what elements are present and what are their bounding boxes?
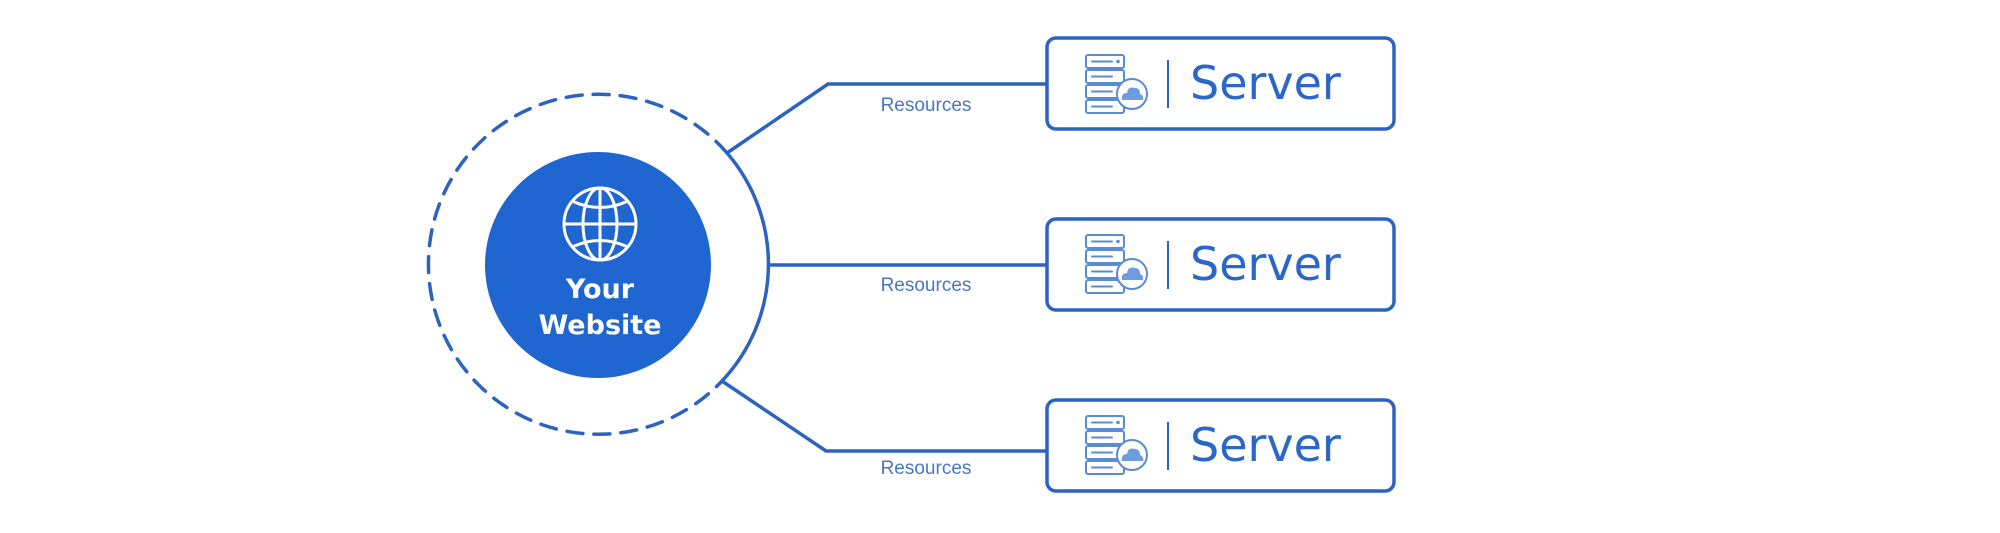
connector-line [721, 379, 1047, 453]
website-node-circle [485, 152, 711, 378]
solid-boundary-arc [720, 151, 771, 383]
resources-label: Resources [881, 95, 972, 116]
connection-1: Resources [726, 82, 1047, 155]
website-boundary-ring [426, 92, 771, 436]
server-node-3[interactable]: Server [1045, 398, 1396, 493]
dashed-boundary-arc [426, 92, 729, 436]
server-node-2[interactable]: Server [1045, 217, 1396, 312]
connection-2: Resources [770, 263, 1047, 296]
server-label: Server [1190, 237, 1341, 291]
website-label-line1: Your [565, 274, 635, 305]
resources-label: Resources [881, 458, 972, 479]
website-node[interactable]: Your Website [485, 152, 711, 378]
server-node-1[interactable]: Server [1045, 36, 1396, 131]
server-label: Server [1190, 56, 1341, 110]
globe-icon [562, 186, 638, 262]
resources-label: Resources [881, 275, 972, 296]
connection-3: Resources [721, 379, 1047, 479]
connector-line [726, 82, 1047, 155]
server-label: Server [1190, 418, 1341, 472]
website-label-line2: Website [538, 310, 661, 341]
